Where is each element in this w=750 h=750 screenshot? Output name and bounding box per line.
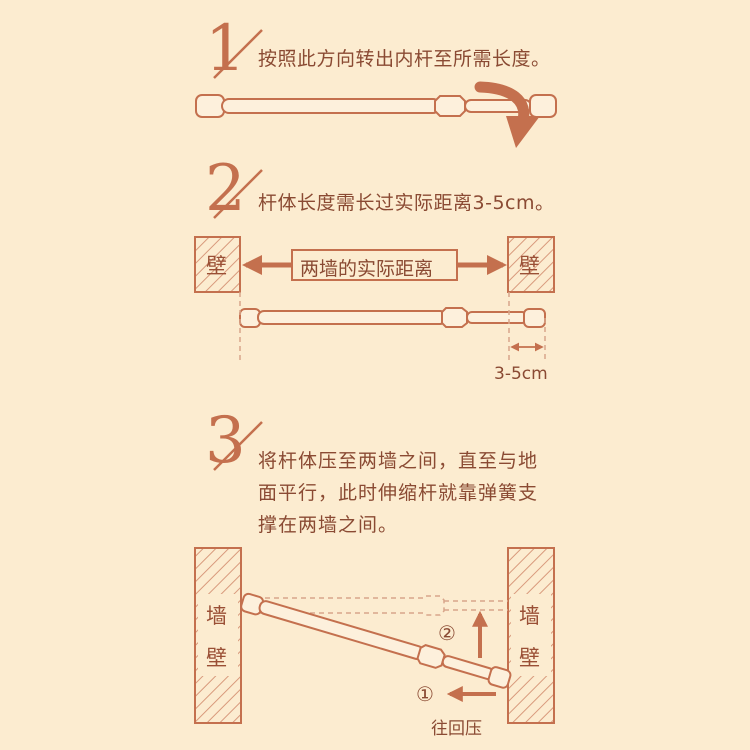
distance-label: 两墙的实际距离 [300, 258, 434, 280]
wall-left-step2 [194, 236, 241, 293]
measure-label: 3-5cm [494, 364, 548, 384]
wall-label-left: 壁 [206, 254, 227, 278]
wall-right-step3 [507, 547, 555, 724]
wall3-left-char-bottom: 壁 [206, 646, 227, 670]
step2-slash [213, 169, 263, 219]
marker-2: ② [438, 621, 456, 645]
svg-text:1: 1 [205, 12, 246, 86]
step3-rod-tilted [240, 592, 512, 689]
rod-end-cap-right [529, 94, 557, 118]
rod-end-cap-left [195, 94, 225, 118]
rod-outer-tube [221, 98, 441, 114]
rod-joint [434, 95, 466, 117]
step1-slash [213, 29, 263, 79]
step3-line-2: 面平行，此时伸缩杆就靠弹簧支 [258, 482, 539, 504]
dashed-guides-step2 [239, 292, 546, 360]
step3-line-1: 将杆体压至两墙之间，直至与地 [258, 450, 539, 472]
wall3-left-char-top: 墙 [206, 604, 227, 628]
wall-right-step2 [507, 236, 555, 293]
wall3-right-char-top: 墙 [519, 604, 540, 628]
svg-text:3: 3 [205, 404, 246, 478]
svg-text:2: 2 [205, 152, 246, 226]
step1-number: 1 [205, 12, 263, 86]
wall-label-right: 壁 [519, 254, 540, 278]
step1-rod [195, 94, 557, 118]
rotation-arrow-icon [474, 81, 540, 148]
wall3-right-char-bottom: 壁 [519, 646, 540, 670]
distance-box [291, 249, 458, 281]
step2-number: 2 [205, 152, 263, 226]
step3-line-3: 撑在两墙之间。 [258, 514, 399, 536]
step2-rod [239, 307, 546, 328]
step2-instruction: 杆体长度需长过实际距离3-5cm。 [258, 192, 555, 214]
press-back-label: 往回压 [431, 719, 482, 739]
step1-instruction: 按照此方向转出内杆至所需长度。 [258, 48, 551, 70]
step3-slash [213, 421, 263, 471]
wall-left-step3 [194, 547, 242, 724]
marker-1: ① [416, 682, 434, 706]
step3-number: 3 [205, 404, 263, 478]
